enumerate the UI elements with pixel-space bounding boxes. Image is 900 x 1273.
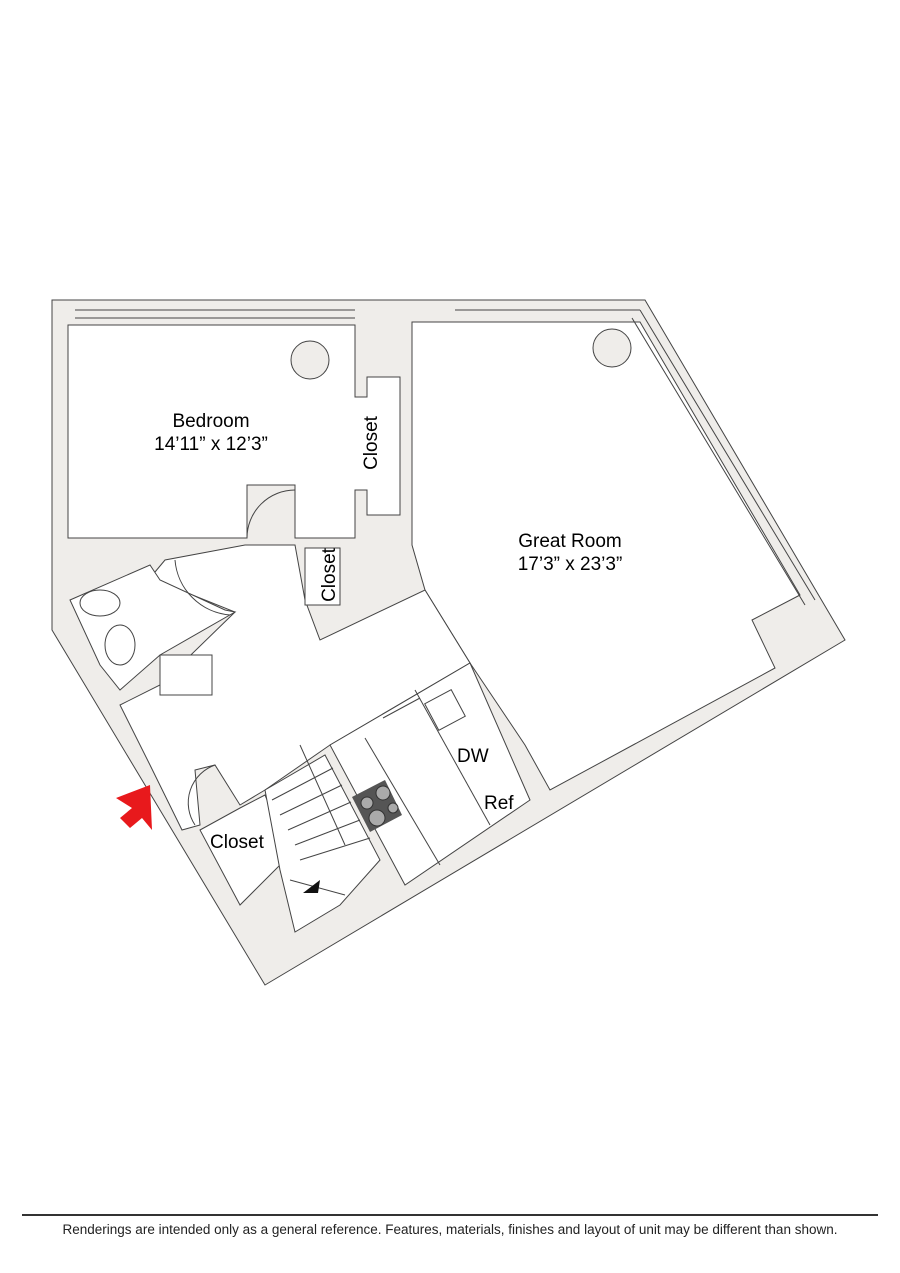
- great-room-size: 17’3” x 23’3”: [517, 554, 623, 575]
- stair-direction-arrow-icon: [303, 880, 320, 893]
- great-room-floor: [411, 321, 801, 791]
- hallway-floor: [119, 544, 471, 831]
- great-room-label: Great Room 17’3” x 23’3”: [500, 530, 640, 576]
- stairs: [264, 754, 381, 933]
- bedroom-size: 14’11” x 12’3”: [154, 434, 268, 455]
- refrigerator-label: Ref: [484, 793, 514, 814]
- hall-closet-label: Closet: [318, 548, 340, 602]
- bedroom-floor: [67, 324, 401, 539]
- dishwasher-label: DW: [457, 746, 489, 767]
- sink-icon: [104, 624, 136, 666]
- bedroom-closet-label: Closet: [360, 416, 382, 470]
- footer-divider: [22, 1214, 878, 1216]
- entry-arrow-icon: [116, 785, 152, 830]
- hall-closet: [304, 547, 341, 606]
- closet-door-swing: [187, 764, 216, 826]
- great-room-name: Great Room: [518, 531, 622, 552]
- stair-treads: [271, 744, 371, 896]
- disclaimer: Renderings are intended only as a genera…: [62, 1222, 838, 1237]
- bath-door-swing: [174, 559, 231, 616]
- shower-icon: [159, 654, 213, 696]
- kitchen-sink-icon: [424, 689, 466, 731]
- kitchen-floor: [329, 662, 531, 886]
- column: [592, 328, 632, 368]
- bedroom-door-swing: [246, 489, 296, 539]
- column: [290, 340, 330, 380]
- bedroom-name: Bedroom: [172, 411, 250, 432]
- toilet-icon: [79, 589, 121, 617]
- counter-edge: [364, 737, 441, 866]
- entry-closet-label: Closet: [210, 832, 264, 853]
- bedroom-label: Bedroom 14’11” x 12’3”: [146, 410, 276, 456]
